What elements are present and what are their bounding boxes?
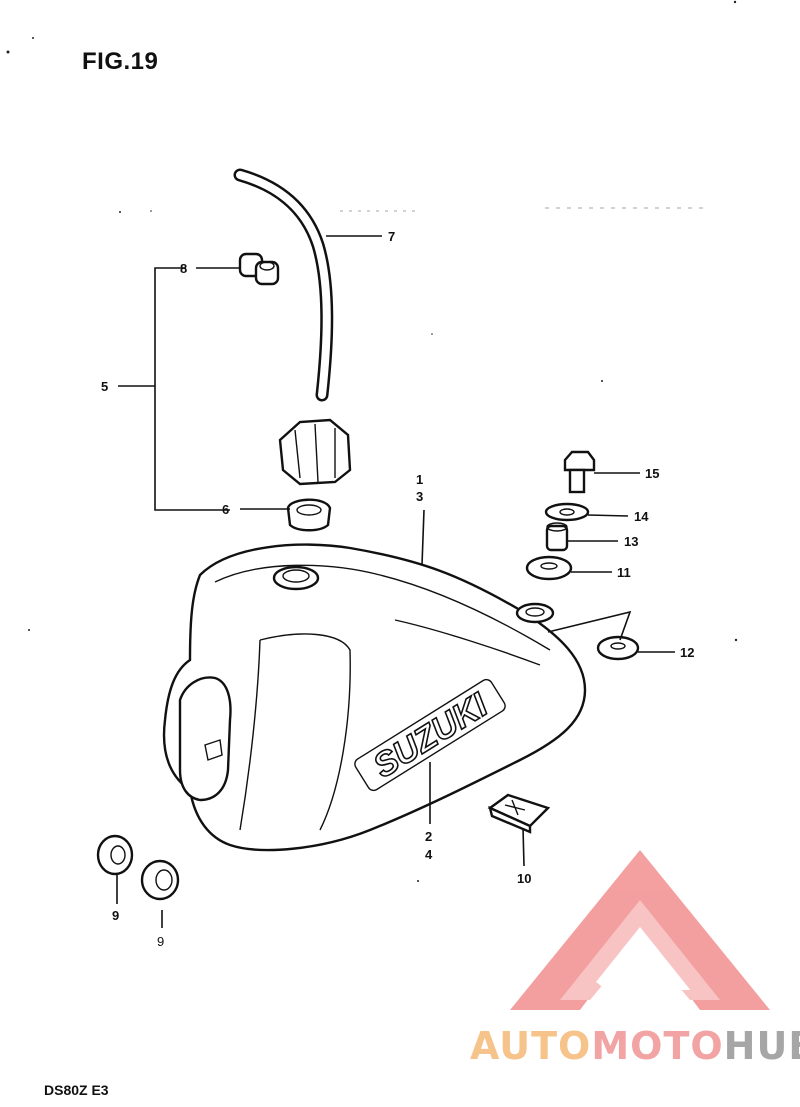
lower-cushion xyxy=(596,635,640,661)
callout-5: 5 xyxy=(101,379,108,394)
callout-9-duplicate: 9 xyxy=(157,934,164,949)
tank-pad xyxy=(487,793,551,834)
cap-gasket xyxy=(286,498,332,532)
watermark-part-b: MOTO xyxy=(591,1024,724,1068)
watermark-logo xyxy=(510,850,770,1010)
rear-cushion xyxy=(525,555,573,581)
callout-14: 14 xyxy=(634,509,649,524)
front-cushion-b xyxy=(140,859,180,901)
breather-hose xyxy=(233,168,334,402)
fuel-cap xyxy=(278,418,352,486)
callout-9: 9 xyxy=(112,908,119,923)
callout-8: 8 xyxy=(180,261,187,276)
callout-1: 1 xyxy=(416,472,423,487)
callout-13: 13 xyxy=(624,534,638,549)
callout-12: 12 xyxy=(680,645,694,660)
watermark-part-c: HUB xyxy=(723,1024,800,1068)
callout-3: 3 xyxy=(416,489,423,504)
watermark-part-a: AUTO xyxy=(470,1024,592,1068)
washer xyxy=(544,502,590,522)
figure-title: FIG.19 xyxy=(82,48,159,75)
callout-11: 11 xyxy=(617,565,631,580)
fuel-tank: SUZUKI xyxy=(162,543,587,852)
leader-lines xyxy=(116,235,675,928)
scan-specks xyxy=(6,0,738,882)
callout-7: 7 xyxy=(388,229,395,244)
callout-6: 6 xyxy=(222,502,229,517)
callout-labels: 7 8 5 6 1 3 15 14 13 11 12 2 4 10 9 9 xyxy=(101,229,694,949)
callout-15: 15 xyxy=(645,466,659,481)
callout-2: 2 xyxy=(425,829,432,844)
mount-bolt xyxy=(563,450,596,494)
front-cushion-a xyxy=(96,834,134,876)
callout-10: 10 xyxy=(517,871,531,886)
vent-valve xyxy=(238,252,280,286)
collar xyxy=(545,522,569,552)
watermark-text: AUTOMOTOHUB xyxy=(470,1024,800,1068)
model-code: DS80Z E3 xyxy=(44,1082,109,1098)
callout-4: 4 xyxy=(425,847,433,862)
